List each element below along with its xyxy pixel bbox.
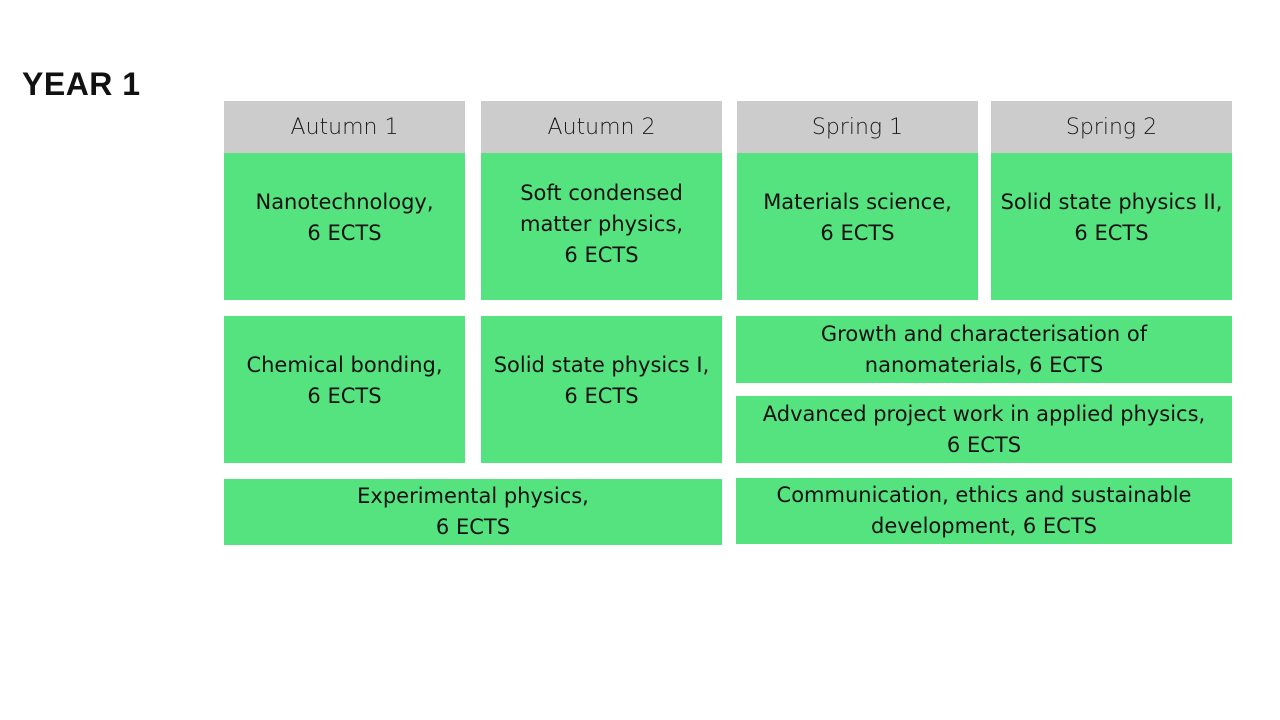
course-experimental-physics: Experimental physics, 6 ECTS bbox=[224, 479, 722, 545]
course-chemical-bonding: Chemical bonding, 6 ECTS bbox=[224, 316, 465, 463]
course-advanced-project-work: Advanced project work in applied physics… bbox=[736, 396, 1232, 463]
period-header-spring-2: Spring 2 bbox=[991, 101, 1232, 153]
course-solid-state-physics-2: Solid state physics II, 6 ECTS bbox=[991, 153, 1232, 300]
course-solid-state-physics-1: Solid state physics I, 6 ECTS bbox=[481, 316, 722, 463]
course-nanotechnology: Nanotechnology, 6 ECTS bbox=[224, 153, 465, 300]
course-growth-nanomaterials: Growth and characterisation of nanomater… bbox=[736, 316, 1232, 383]
course-materials-science: Materials science, 6 ECTS bbox=[737, 153, 978, 300]
course-soft-condensed-matter: Soft condensed matter physics, 6 ECTS bbox=[481, 153, 722, 300]
period-header-autumn-1: Autumn 1 bbox=[224, 101, 465, 153]
period-header-spring-1: Spring 1 bbox=[737, 101, 978, 153]
year-title: YEAR 1 bbox=[22, 66, 141, 102]
course-communication-ethics: Communication, ethics and sustainable de… bbox=[736, 478, 1232, 544]
period-header-autumn-2: Autumn 2 bbox=[481, 101, 722, 153]
